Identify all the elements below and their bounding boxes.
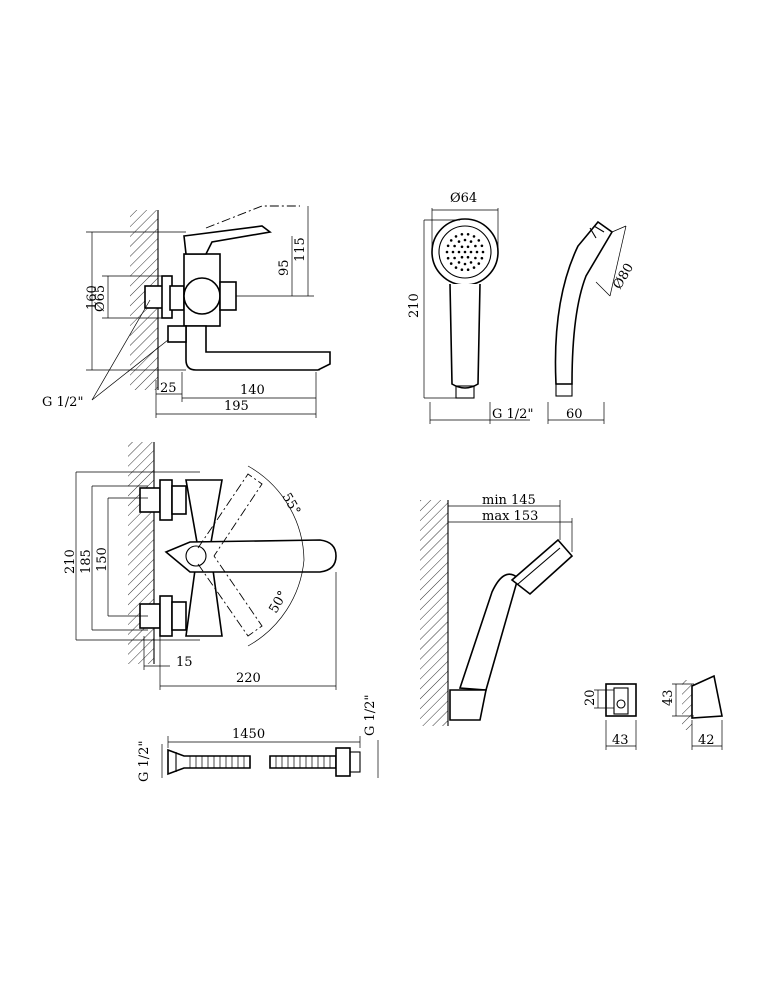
shower-spray-holes-icon bbox=[445, 233, 485, 272]
angle-55: 55° bbox=[279, 491, 304, 518]
dim-160: 160 bbox=[85, 285, 100, 310]
spray-hole bbox=[466, 255, 470, 259]
dim-15: 15 bbox=[176, 655, 193, 670]
spray-hole bbox=[477, 262, 481, 265]
spray-hole bbox=[453, 244, 456, 248]
dim-25: 25 bbox=[160, 381, 177, 396]
spray-hole bbox=[460, 245, 464, 249]
spray-hole bbox=[463, 262, 467, 266]
spray-hole bbox=[469, 240, 473, 243]
wall-hatch-icon bbox=[420, 500, 448, 726]
dim-42: 42 bbox=[698, 733, 715, 748]
spray-hole bbox=[474, 244, 477, 248]
dim-1450: 1450 bbox=[232, 727, 265, 742]
dim-140: 140 bbox=[240, 383, 265, 398]
dim-65: Ø65 bbox=[93, 285, 108, 312]
spray-hole bbox=[477, 239, 481, 242]
bracket-front: 20 43 bbox=[583, 683, 637, 750]
spray-hole bbox=[457, 250, 461, 254]
spray-hole bbox=[481, 250, 485, 254]
spray-hole bbox=[469, 261, 473, 264]
spray-hole bbox=[466, 245, 470, 249]
angle-50: 50° bbox=[266, 589, 291, 616]
spray-hole bbox=[451, 250, 455, 254]
dim-210-plan: 210 bbox=[63, 549, 78, 574]
thread-head: G 1/2" bbox=[492, 407, 533, 422]
wall-hatch-icon bbox=[128, 442, 154, 664]
dim-95: 95 bbox=[277, 259, 292, 276]
hose-view: 1450 G 1/2" G 1/2" bbox=[137, 695, 379, 782]
spray-hole bbox=[463, 238, 467, 242]
bracket-side: 43 42 bbox=[661, 674, 723, 750]
thread-label: G 1/2" bbox=[42, 395, 83, 410]
dim-80: Ø80 bbox=[610, 261, 637, 292]
spray-hole bbox=[480, 244, 484, 248]
dim-210-head: 210 bbox=[407, 293, 422, 318]
spray-hole bbox=[460, 233, 464, 236]
spray-hole bbox=[480, 256, 484, 260]
spray-hole bbox=[469, 250, 473, 254]
spray-hole bbox=[446, 256, 450, 260]
dim-60: 60 bbox=[566, 407, 583, 422]
spray-hole bbox=[454, 266, 458, 269]
wall-hatch-icon bbox=[682, 680, 692, 730]
shower-on-holder: min 145 max 153 bbox=[420, 493, 574, 726]
spray-hole bbox=[446, 244, 450, 248]
shower-head-front: Ø64 210 G 1/2" bbox=[407, 191, 533, 424]
spray-hole bbox=[457, 240, 461, 243]
spray-hole bbox=[445, 250, 449, 254]
spray-hole bbox=[472, 235, 476, 238]
faucet-front-view: 160 Ø65 95 115 25 140 195 G 1/2" bbox=[42, 205, 331, 418]
spray-hole bbox=[460, 255, 464, 259]
spray-hole bbox=[472, 266, 476, 269]
spray-hole bbox=[460, 268, 464, 272]
dim-max: max 153 bbox=[482, 509, 538, 524]
spray-hole bbox=[463, 250, 467, 254]
spray-hole bbox=[454, 235, 458, 238]
dim-195: 195 bbox=[224, 399, 249, 414]
thread-hose-right: G 1/2" bbox=[363, 695, 378, 736]
spray-hole bbox=[475, 250, 479, 254]
faucet-plan-view: 210 185 150 55° 50° 15 220 bbox=[63, 442, 337, 690]
spray-hole bbox=[449, 262, 453, 265]
shower-head-side: Ø80 60 bbox=[547, 220, 637, 424]
dim-64: Ø64 bbox=[450, 191, 477, 206]
thread-hose-left: G 1/2" bbox=[137, 741, 152, 782]
dim-185: 185 bbox=[79, 549, 94, 574]
spray-hole bbox=[453, 256, 456, 260]
spray-hole bbox=[466, 268, 470, 272]
dim-115: 115 bbox=[293, 237, 308, 262]
dim-220: 220 bbox=[236, 671, 261, 686]
spray-hole bbox=[457, 261, 461, 264]
dim-150: 150 bbox=[95, 547, 110, 572]
dim-20: 20 bbox=[583, 689, 598, 706]
dim-min: min 145 bbox=[482, 493, 536, 508]
spray-hole bbox=[466, 233, 470, 236]
spray-hole bbox=[474, 256, 477, 260]
dim-43a: 43 bbox=[612, 733, 629, 748]
spray-hole bbox=[449, 239, 453, 242]
dim-43b: 43 bbox=[661, 689, 676, 706]
